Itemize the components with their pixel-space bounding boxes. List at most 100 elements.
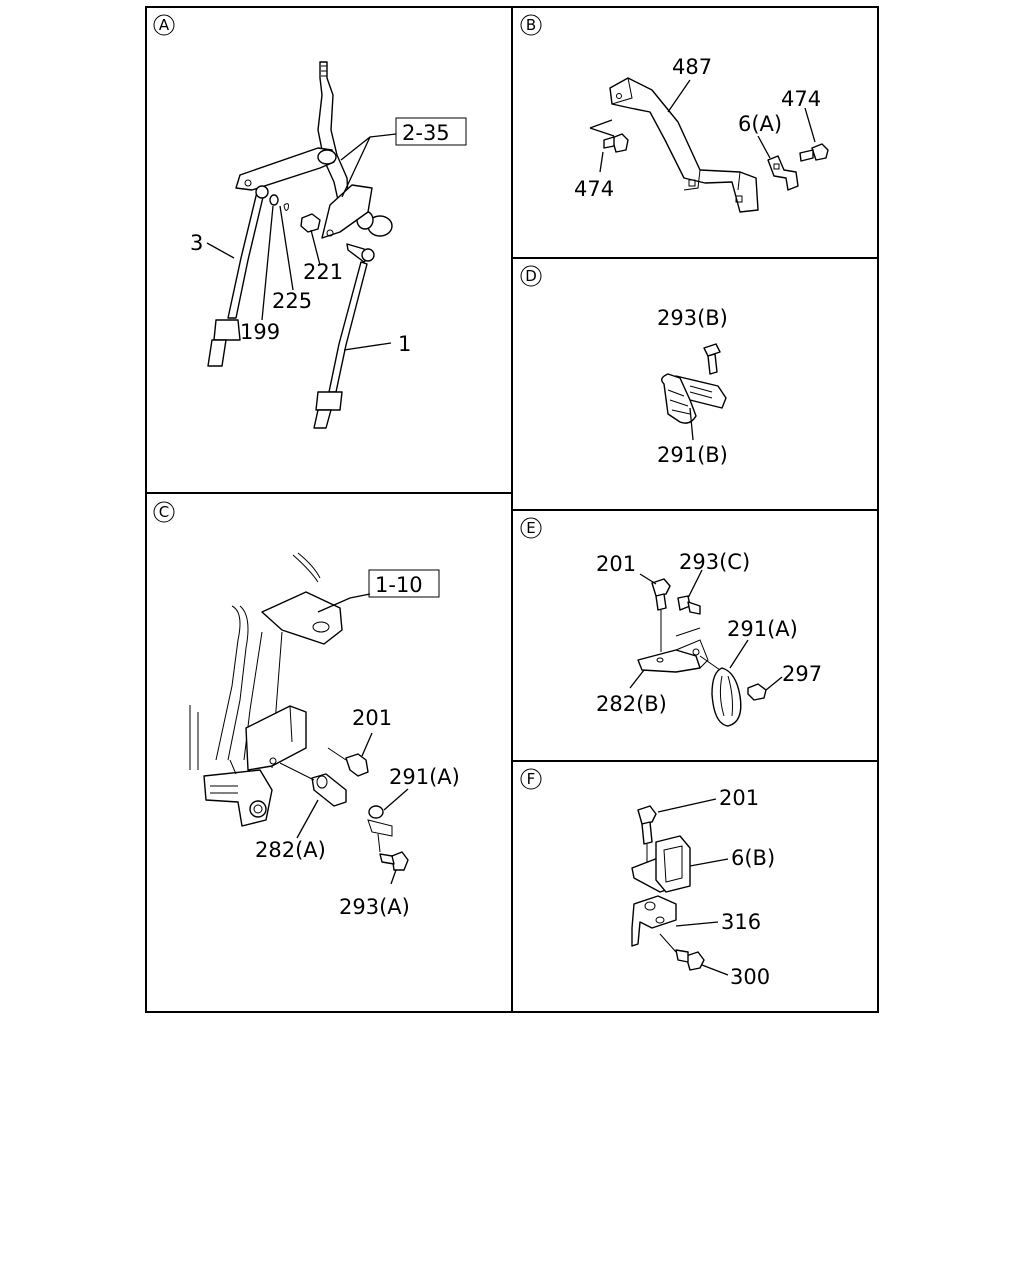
label-a-2: 225 — [272, 289, 312, 313]
leader-e-l2 — [687, 569, 703, 599]
clamp-6b — [631, 835, 691, 893]
panel-e: E 2 — [520, 517, 822, 727]
clip-6a — [767, 155, 799, 191]
panel-f-marker-text: F — [527, 770, 536, 788]
label-f-2: 6(B) — [731, 846, 775, 870]
panel-a-marker-text: A — [159, 16, 170, 34]
panel-frames — [145, 6, 879, 1013]
label-c-4: 293(A) — [339, 895, 410, 919]
bracket-282a — [279, 762, 347, 807]
bracket-282b — [637, 627, 709, 673]
leader-b-l2 — [599, 151, 604, 173]
label-f-1: 201 — [719, 786, 759, 810]
leader-f-l1 — [657, 798, 717, 813]
label-e-5: 282(B) — [596, 692, 667, 716]
label-a-3: 199 — [240, 320, 280, 344]
bolt-474-left — [603, 133, 629, 153]
clip-225 — [283, 203, 289, 211]
cable-1 — [313, 243, 375, 429]
cable-3 — [207, 185, 269, 367]
leader-a-r1-1 — [340, 133, 397, 161]
bolt-201-e — [651, 578, 671, 652]
leader-a-l1 — [206, 242, 235, 259]
leader-c-r1 — [317, 593, 371, 613]
label-a-4: 221 — [303, 260, 343, 284]
washer-199 — [269, 194, 279, 206]
leader-e-l3 — [729, 639, 749, 669]
bolt-293c — [677, 595, 701, 615]
leader-c-l1 — [361, 732, 373, 757]
label-b-2: 474 — [574, 177, 614, 201]
label-e-4: 297 — [782, 662, 822, 686]
leader-d-l2 — [689, 407, 694, 441]
panel-d-marker-text: D — [525, 267, 537, 285]
label-b-4: 474 — [781, 87, 821, 111]
leader-b-l3 — [757, 135, 771, 159]
panel-d-marker: D — [520, 265, 542, 287]
panel-c-marker-text: C — [159, 503, 169, 521]
nut-297 — [747, 683, 767, 701]
label-f-4: 300 — [730, 965, 770, 989]
label-b-1: 487 — [672, 55, 712, 79]
leader-b-dash — [589, 119, 615, 137]
ref-c-text: 1-10 — [375, 573, 423, 597]
label-c-1: 201 — [352, 706, 392, 730]
panel-b: B 487 47 — [520, 14, 829, 213]
clamp-291a-e — [699, 655, 742, 727]
ref-a-text: 2-35 — [402, 121, 450, 145]
leader-a-l2 — [279, 205, 294, 291]
label-c-3: 282(A) — [255, 838, 326, 862]
panel-a: A — [153, 14, 467, 429]
ref-box-a — [395, 117, 467, 146]
leader-f-l3 — [675, 921, 719, 927]
clamp-291a-c — [367, 805, 393, 837]
bell-crank — [235, 147, 337, 191]
bracket-316 — [631, 895, 677, 947]
label-d-1: 293(B) — [657, 306, 728, 330]
bolt-474-right — [799, 143, 829, 162]
bolt-293b — [703, 343, 721, 375]
panel-e-marker: E — [520, 517, 542, 539]
panel-f-marker: F — [520, 768, 542, 790]
label-e-3: 291(A) — [727, 617, 798, 641]
panel-b-marker: B — [520, 14, 542, 36]
bolt-201-c — [327, 747, 369, 777]
leader-f-l2 — [689, 858, 729, 867]
bracket-487 — [609, 77, 759, 213]
leader-a-l4 — [310, 229, 321, 266]
clamp-291b — [661, 373, 727, 424]
label-d-2: 291(B) — [657, 443, 728, 467]
leader-b-l4 — [804, 107, 816, 143]
leader-e-l5 — [629, 669, 645, 689]
bolt-300 — [659, 933, 705, 971]
panel-a-marker: A — [153, 14, 175, 36]
leader-b-l1 — [667, 79, 691, 113]
shift-lever — [317, 61, 393, 239]
panel-c: C — [153, 501, 460, 919]
bolt-293a — [377, 833, 409, 871]
leader-a-l5 — [343, 342, 392, 351]
nut-221 — [300, 213, 321, 233]
label-e-2: 293(C) — [679, 550, 750, 574]
leader-e-l4 — [765, 676, 783, 691]
label-e-1: 201 — [596, 552, 636, 576]
leader-e-l1 — [639, 573, 657, 585]
leader-f-l4 — [701, 964, 729, 976]
panel-f: F 201 6(B) 316 — [520, 768, 775, 989]
panel-b-marker-text: B — [526, 16, 536, 34]
label-a-5: 1 — [398, 332, 411, 356]
label-f-3: 316 — [721, 910, 761, 934]
label-a-1: 3 — [190, 231, 203, 255]
panel-c-marker: C — [153, 501, 175, 523]
leader-c-l2 — [383, 788, 409, 811]
leader-a-r1-2 — [341, 136, 371, 198]
chassis-structure — [189, 552, 343, 827]
label-b-3: 6(A) — [738, 112, 782, 136]
panel-e-marker-text: E — [526, 519, 535, 537]
leader-c-l3 — [296, 799, 319, 839]
bolt-201-f — [637, 805, 657, 866]
label-c-2: 291(A) — [389, 765, 460, 789]
leader-a-l3 — [261, 205, 274, 321]
ref-box-c — [368, 569, 440, 598]
